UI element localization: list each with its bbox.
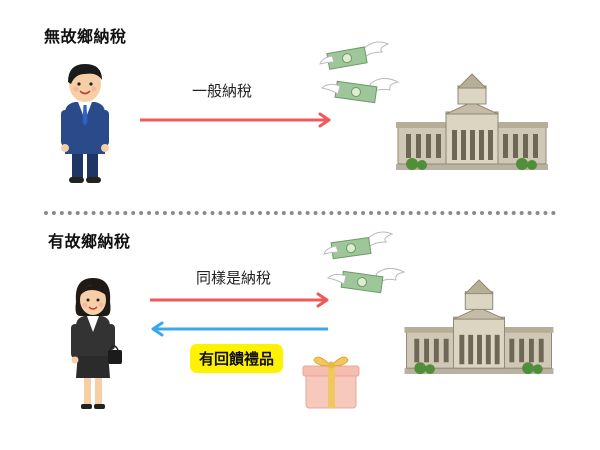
tax-payment-arrow-icon [150, 292, 329, 308]
businessman-illustration [61, 64, 109, 183]
gift-box-icon [302, 356, 360, 409]
parliament-building-icon [404, 279, 554, 375]
parliament-building-icon [396, 73, 548, 170]
businesswoman-illustration [71, 278, 122, 409]
flying-money-icon [319, 41, 390, 70]
section-title-no-furusato: 無故鄉納稅 [44, 27, 127, 46]
gift-badge: 有回饋禮品 [190, 344, 284, 373]
tax-payment-arrow-icon [140, 112, 331, 128]
arrow-label-general-tax: 一般納稅 [192, 82, 253, 100]
return-gift-arrow-icon [151, 321, 328, 337]
flying-money-icon [323, 231, 394, 260]
section-divider [44, 211, 556, 215]
flying-money-icon [326, 268, 406, 294]
arrow-label-same-tax: 同樣是納稅 [196, 269, 272, 287]
flying-money-icon [320, 78, 400, 104]
section-title-furusato: 有故鄉納稅 [48, 232, 131, 251]
